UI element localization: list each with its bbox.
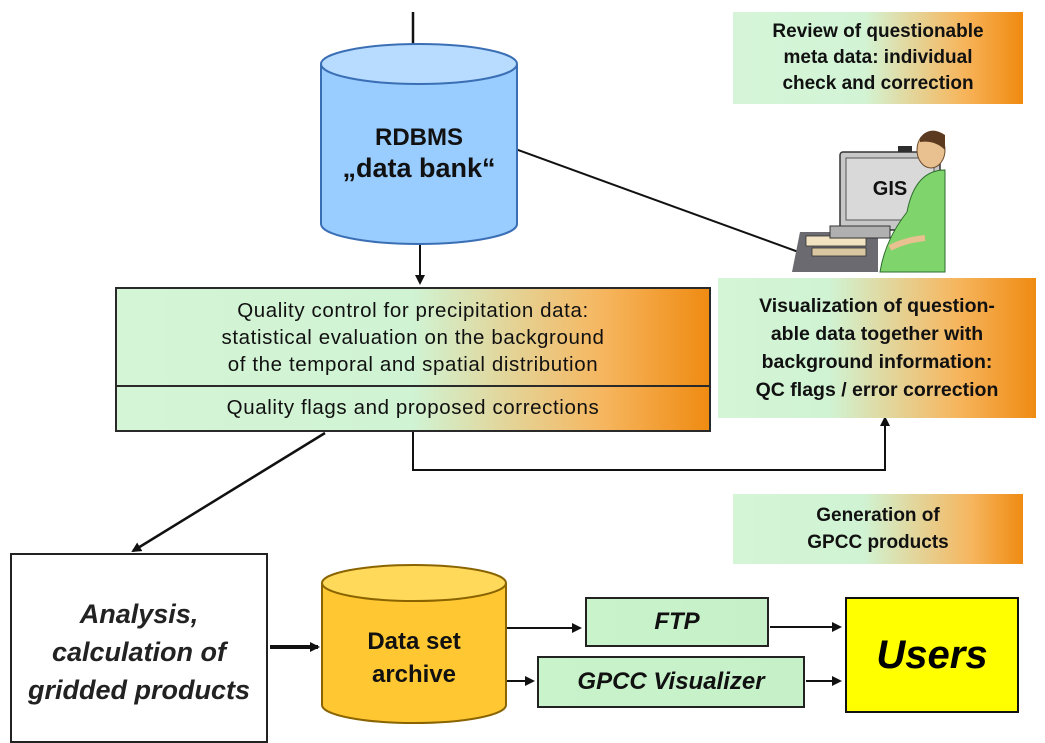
gpcc-visualizer-box: GPCC Visualizer (537, 656, 805, 708)
ftp-box: FTP (585, 597, 769, 647)
generation-line-2: GPCC products (807, 532, 949, 553)
qc-line-3: of the temporal and spatial distribution (227, 352, 599, 376)
users-box: Users (845, 597, 1019, 713)
review-line-3: check and correction (782, 73, 974, 94)
gis-monitor-label: GIS (846, 158, 934, 220)
quality-flags-row: Quality flags and proposed corrections (117, 385, 709, 430)
visualization-line-3: background information: (761, 351, 993, 373)
gpcc-visualizer-label: GPCC Visualizer (577, 668, 765, 695)
review-line-1: Review of questionable (772, 21, 984, 42)
rdbms-cylinder (320, 43, 518, 245)
archive-line-1: Data set (367, 628, 461, 655)
visualization-line-2: able data together with (770, 323, 984, 345)
analysis-text: Analysis, calculation of gridded product… (12, 595, 266, 709)
qc-line-2: statistical evaluation on the background (221, 325, 605, 349)
arrow-qc-to-analysis (131, 431, 326, 553)
archive-line-2: archive (371, 661, 457, 688)
quality-control-description: Quality control for precipitation data: … (117, 289, 709, 387)
arrow-gis-to-rdbms (494, 140, 816, 259)
arrow-qc-to-visualization (412, 416, 890, 471)
archive-label: Data set archive (322, 618, 506, 698)
quality-control-box: Quality control for precipitation data: … (115, 287, 711, 432)
archive-cylinder (321, 564, 507, 724)
visualization-line-1: Visualization of question- (759, 295, 995, 317)
analysis-line-3: gridded products (28, 675, 250, 705)
analysis-box: Analysis, calculation of gridded product… (10, 553, 268, 743)
generation-line-1: Generation of (816, 505, 940, 526)
generation-box: Generation of GPCC products (733, 494, 1023, 564)
gis-operator-illustration (792, 130, 946, 273)
visualization-line-4: QC flags / error correction (755, 379, 999, 401)
qc-line-1: Quality control for precipitation data: (237, 298, 589, 322)
review-metadata-box: Review of questionable meta data: indivi… (733, 12, 1023, 104)
visualization-box: Visualization of question- able data tog… (718, 278, 1036, 418)
rdbms-line-2: „data bank“ (342, 153, 496, 183)
ftp-label: FTP (654, 608, 700, 635)
rdbms-label: RDBMS „data bank“ (321, 113, 517, 193)
review-line-2: meta data: individual (783, 47, 973, 68)
quality-flags-label: Quality flags and proposed corrections (226, 395, 600, 419)
gis-label: GIS (872, 177, 908, 200)
analysis-line-2: calculation of (51, 637, 227, 667)
rdbms-line-1: RDBMS (375, 124, 463, 151)
users-label: Users (876, 632, 988, 677)
analysis-line-1: Analysis, (79, 599, 199, 629)
